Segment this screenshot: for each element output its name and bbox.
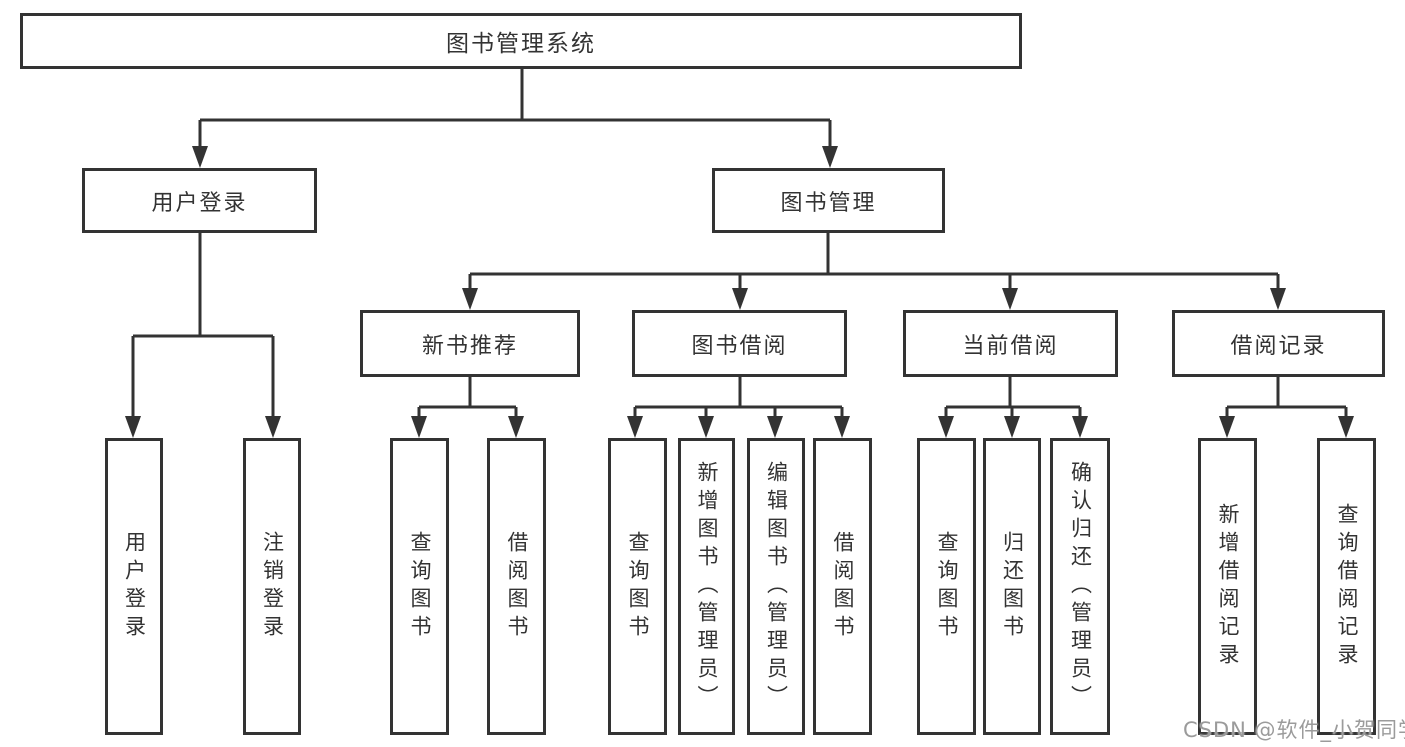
node-label: 图书借阅 xyxy=(691,333,788,359)
arrow-down-icon xyxy=(834,416,850,438)
leaf-label: 注销登录 xyxy=(260,530,285,643)
node-label: 借阅记录 xyxy=(1230,333,1327,359)
connector-recommend-to-leaves xyxy=(411,377,524,438)
arrow-down-icon xyxy=(1002,288,1018,310)
node-label: 当前借阅 xyxy=(962,333,1059,359)
connector-root-to-level2 xyxy=(192,66,838,168)
leaf-query-books-1: 查询图书 xyxy=(390,438,449,735)
arrow-down-icon xyxy=(192,146,208,168)
arrow-down-icon xyxy=(1270,288,1286,310)
leaf-label: 查询图书 xyxy=(935,530,959,643)
node-user-login: 用户登录 xyxy=(82,168,317,233)
node-label: 图书管理 xyxy=(780,190,877,216)
arrow-down-icon xyxy=(265,416,281,438)
leaf-label: 新增借阅记录 xyxy=(1216,502,1240,671)
connector-manage-to-level3 xyxy=(462,233,1286,310)
arrow-down-icon xyxy=(462,288,478,310)
arrow-down-icon xyxy=(1219,416,1235,438)
arrow-down-icon xyxy=(698,416,714,438)
leaf-query-books-3: 查询图书 xyxy=(917,438,976,735)
arrow-down-icon xyxy=(1004,416,1020,438)
node-book-manage: 图书管理 xyxy=(712,168,945,233)
leaf-label: 查询借阅记录 xyxy=(1335,502,1359,671)
arrow-down-icon xyxy=(508,416,524,438)
leaf-label: 用户登录 xyxy=(122,530,147,643)
arrow-down-icon xyxy=(411,416,427,438)
arrow-down-icon xyxy=(822,146,838,168)
node-root-system: 图书管理系统 xyxy=(20,13,1022,69)
leaf-logout: 注销登录 xyxy=(243,438,301,735)
arrow-down-icon xyxy=(125,416,141,438)
leaf-label: 借阅图书 xyxy=(505,530,529,643)
node-borrow-records: 借阅记录 xyxy=(1172,310,1385,377)
connector-records-to-leaves xyxy=(1219,377,1354,438)
connector-borrow-to-leaves xyxy=(627,377,850,438)
leaf-label: 编辑图书（管理员） xyxy=(764,460,789,713)
leaf-return-books: 归还图书 xyxy=(983,438,1041,735)
leaf-label: 确认归还（管理员） xyxy=(1068,460,1093,713)
leaf-label: 查询图书 xyxy=(626,530,650,643)
leaf-query-books-2: 查询图书 xyxy=(608,438,667,735)
csdn-watermark: CSDN @软件_小贺同学 xyxy=(1183,718,1405,742)
arrow-down-icon xyxy=(732,288,748,310)
arrow-down-icon xyxy=(1072,416,1088,438)
node-label: 用户登录 xyxy=(151,190,248,216)
leaf-borrow-books-1: 借阅图书 xyxy=(487,438,546,735)
leaf-borrow-books-2: 借阅图书 xyxy=(813,438,872,735)
connector-current-to-leaves xyxy=(938,377,1088,438)
leaf-label: 新增图书（管理员） xyxy=(695,460,719,713)
leaf-label: 查询图书 xyxy=(408,530,432,643)
leaf-add-books-admin: 新增图书（管理员） xyxy=(678,438,735,735)
leaf-add-borrow-record: 新增借阅记录 xyxy=(1198,438,1257,735)
arrow-down-icon xyxy=(1338,416,1354,438)
node-label: 新书推荐 xyxy=(421,333,518,359)
leaf-query-borrow-record: 查询借阅记录 xyxy=(1317,438,1376,735)
leaf-label: 归还图书 xyxy=(1000,530,1025,643)
arrow-down-icon xyxy=(627,416,643,438)
connector-login-to-leaves xyxy=(125,233,281,438)
arrow-down-icon xyxy=(767,416,783,438)
leaf-edit-books-admin: 编辑图书（管理员） xyxy=(747,438,805,735)
node-label: 图书管理系统 xyxy=(446,31,596,57)
arrow-down-icon xyxy=(938,416,954,438)
node-current-borrow: 当前借阅 xyxy=(903,310,1118,377)
leaf-label: 借阅图书 xyxy=(831,530,855,643)
node-book-borrow: 图书借阅 xyxy=(632,310,847,377)
leaf-confirm-return-admin: 确认归还（管理员） xyxy=(1050,438,1110,735)
leaf-user-login: 用户登录 xyxy=(105,438,163,735)
node-new-book-recommend: 新书推荐 xyxy=(360,310,580,377)
